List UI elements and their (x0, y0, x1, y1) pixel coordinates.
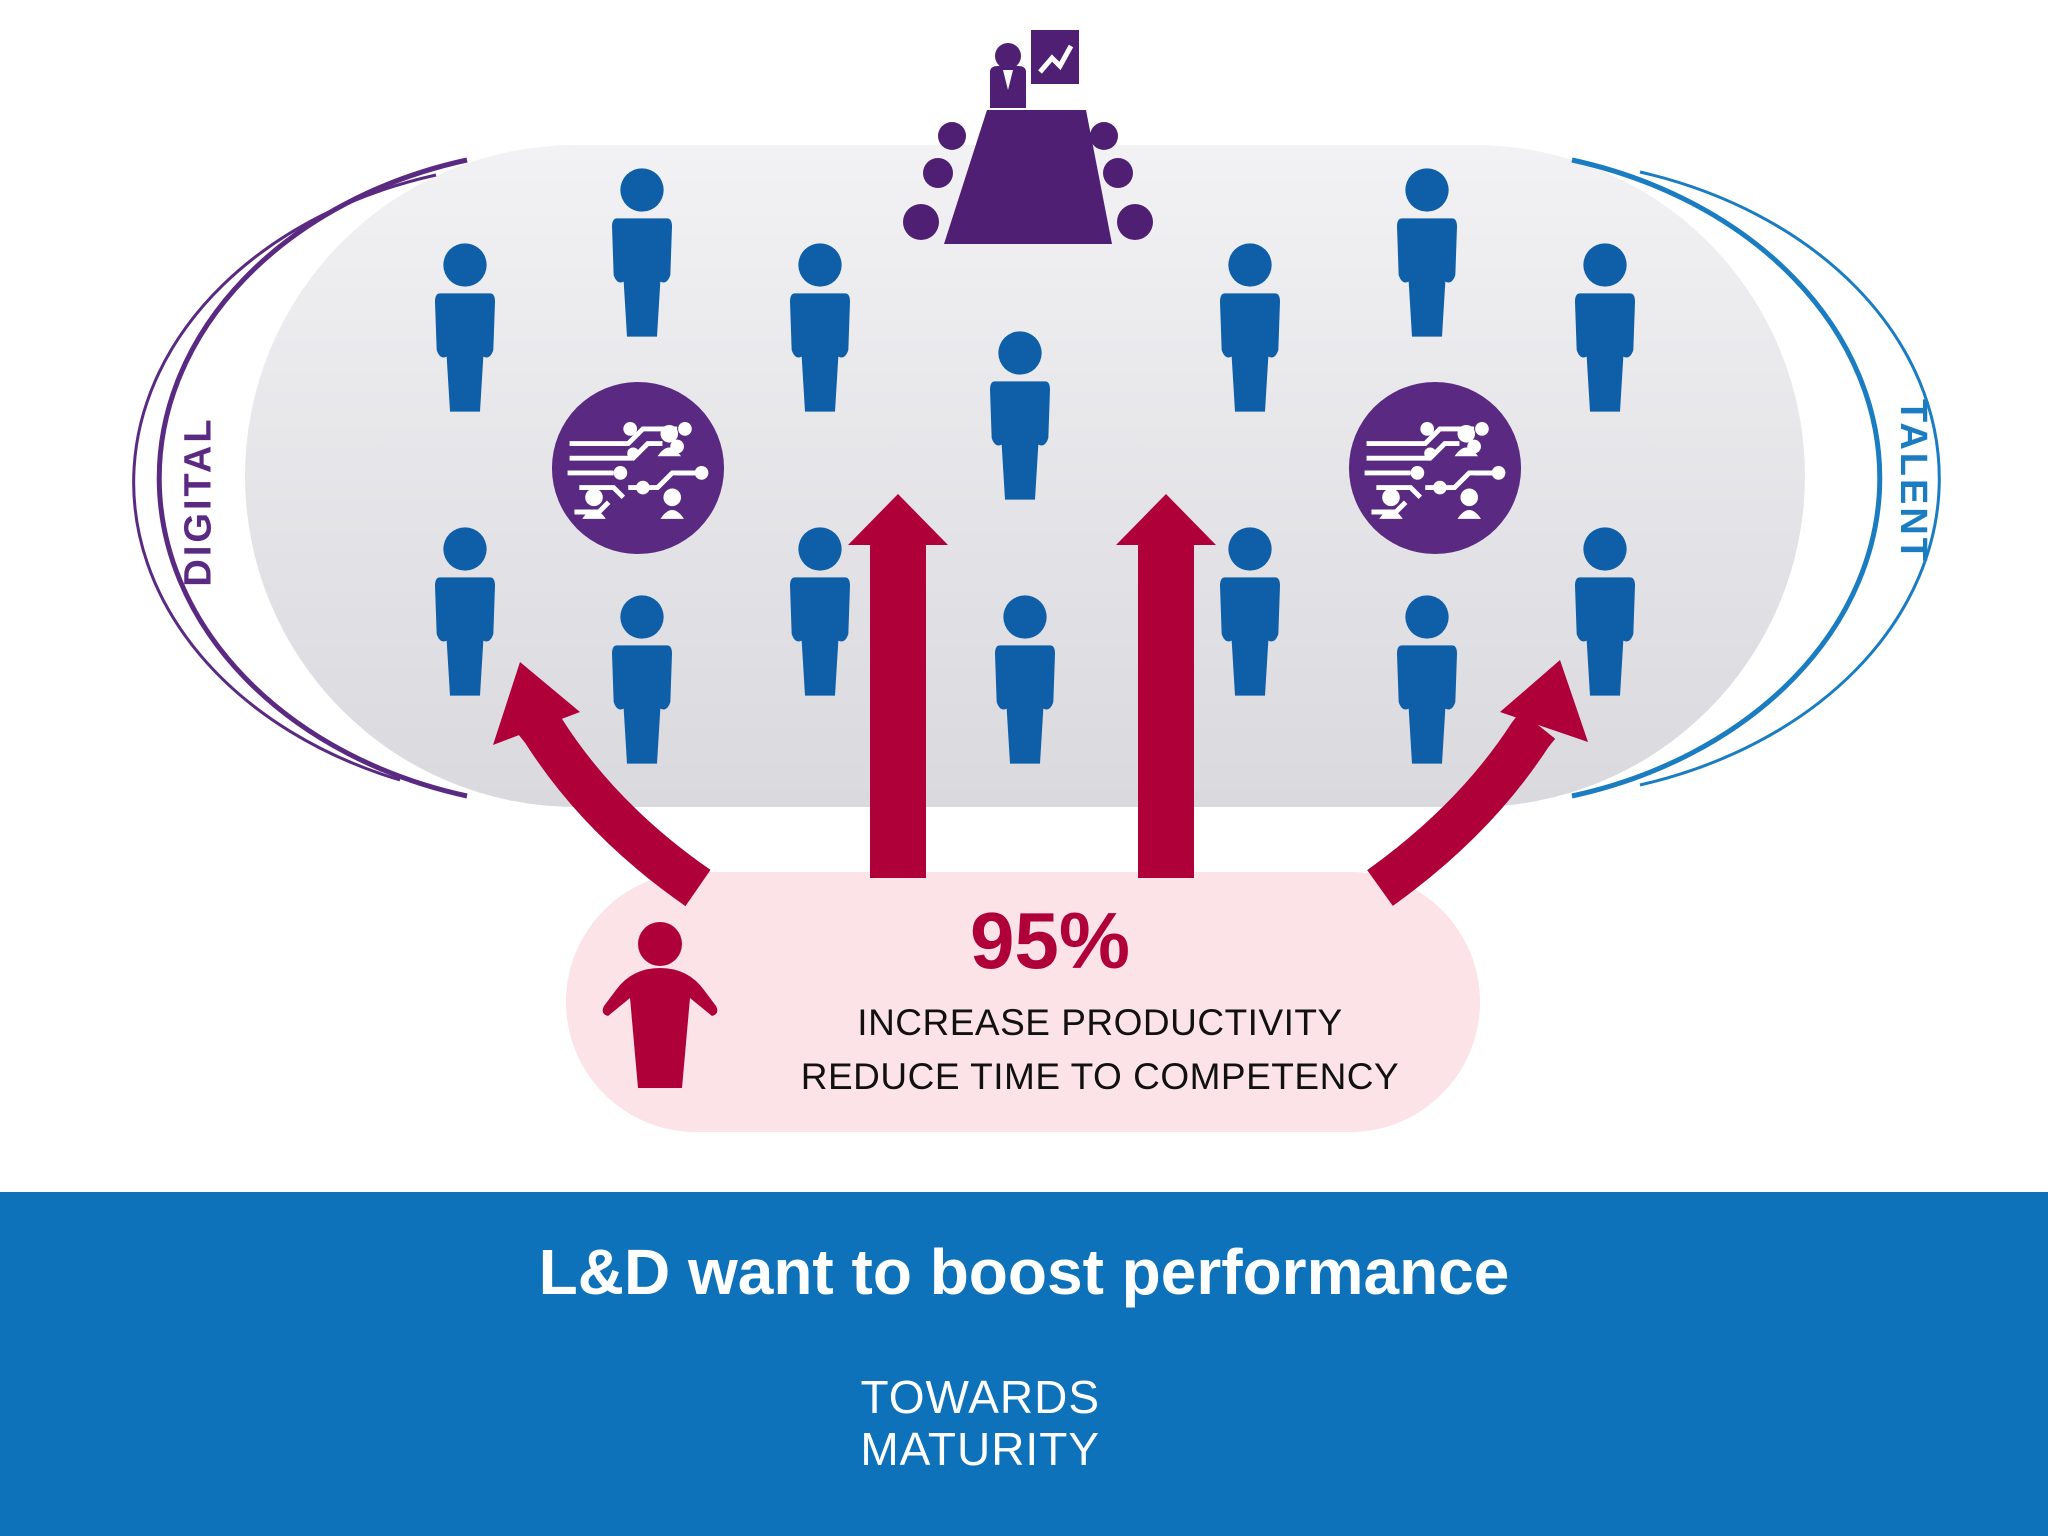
presenter-icon (903, 30, 1153, 244)
talent-bracket-arc-outer (1639, 170, 1941, 787)
stat-line-competency: REDUCE TIME TO COMPETENCY (800, 1056, 1400, 1097)
logo-word-towards: TOWARDS (860, 1371, 1100, 1423)
digital-bracket-arc (156, 157, 468, 799)
curved-arrow-head (493, 662, 580, 745)
footer-title: L&D want to boost performance (538, 1236, 1510, 1308)
digital-bracket-arc-outer (132, 173, 437, 782)
circuit-icon (1349, 382, 1521, 554)
employee-icon (602, 922, 718, 1088)
stat-line-productivity: INCREASE PRODUCTIVITY (857, 1002, 1343, 1043)
stat-pill-background (566, 872, 1480, 1132)
logo-word-maturity: MATURITY (860, 1423, 1100, 1475)
talent-label: TALENT (1892, 398, 1935, 565)
curved-arrow-head (1500, 660, 1588, 742)
footer-banner (0, 1192, 2048, 1536)
talent-bracket-arc (1571, 157, 1883, 799)
digital-label: DIGITAL (177, 416, 220, 587)
arrow-up-icon (848, 494, 948, 878)
curved-arrow-icon (1367, 711, 1556, 906)
stat-percentage: 95% (969, 896, 1131, 985)
circuit-icon (552, 382, 724, 554)
curved-arrow-icon (517, 706, 711, 907)
arrow-up-icon (1116, 494, 1216, 878)
